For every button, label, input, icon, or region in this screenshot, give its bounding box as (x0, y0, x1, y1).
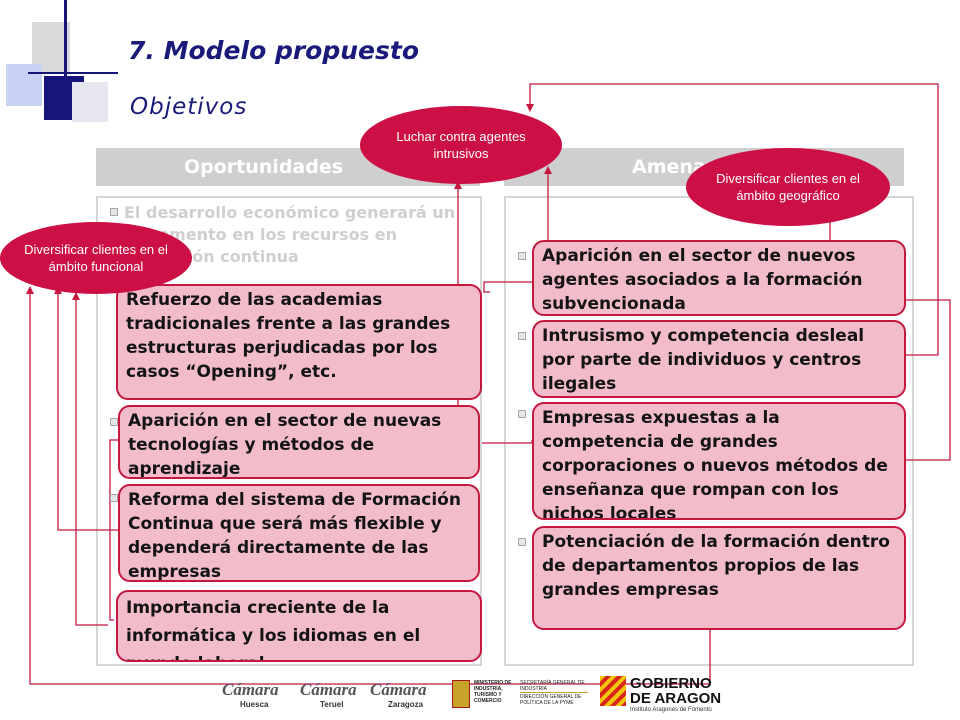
ministry-label: MINISTERIO DE INDUSTRIA, TURISMO Y COMER… (474, 680, 512, 704)
objective-intrusion-oval: Luchar contra agentes intrusivos (360, 106, 562, 184)
bullet-icon (110, 418, 118, 426)
opportunity-box-1: Refuerzo de las academias tradicionales … (116, 284, 482, 400)
threat-box-4: Potenciación de la formación dentro de d… (532, 526, 906, 630)
bullet-icon (110, 494, 118, 502)
bullet-icon (518, 252, 526, 260)
objective-geographic-oval: Diversificar clientes en el ámbito geogr… (686, 148, 890, 226)
camara-zaragoza-logo: Cámara (370, 680, 427, 699)
opportunity-box-2: Aparición en el sector de nuevas tecnolo… (118, 405, 480, 479)
threat-box-1: Aparición en el sector de nuevos agentes… (532, 240, 906, 316)
camara-teruel-logo: Cámara (300, 680, 357, 699)
direccion-label: DIRECCIÓN GENERAL DE POLÍTICA DE LA PYME (520, 694, 582, 706)
gobierno-line1: GOBIERNO (630, 675, 712, 692)
bullet-icon (518, 538, 526, 546)
camara-huesca-sub: Huesca (240, 700, 269, 709)
corner-square-lightblue (6, 64, 42, 106)
page-title: 7. Modelo propuesto (128, 36, 420, 65)
gobierno-line2: DE ARAGON (630, 690, 722, 707)
gobierno-sub: Instituto Aragonés de Fomento (630, 707, 712, 713)
objective-functional-oval: Diversificar clientes en el ámbito funci… (0, 222, 192, 294)
corner-vline (64, 0, 67, 120)
threat-box-3: Empresas expuestas a la competencia de g… (532, 402, 906, 520)
corner-square-lightgray (72, 82, 108, 122)
bullet-icon (110, 208, 118, 216)
aragon-flag-icon (600, 676, 626, 706)
opportunity-box-4: Importancia creciente de la informática … (116, 590, 482, 662)
camara-zaragoza-sub: Zaragoza (388, 700, 424, 709)
corner-hline (28, 72, 118, 74)
camara-huesca-logo: Cámara (222, 680, 279, 699)
opportunity-box-3: Reforma del sistema de Formación Continu… (118, 484, 480, 582)
page-subtitle: Objetivos (130, 94, 248, 120)
bullet-icon (518, 410, 526, 418)
spain-shield-icon (452, 680, 470, 708)
secretaria-label: SECRETARÍA GENERAL DE INDUSTRIA (520, 680, 588, 693)
threat-box-2: Intrusismo y competencia desleal por par… (532, 320, 906, 398)
bullet-icon (518, 332, 526, 340)
camara-teruel-sub: Teruel (320, 700, 344, 709)
